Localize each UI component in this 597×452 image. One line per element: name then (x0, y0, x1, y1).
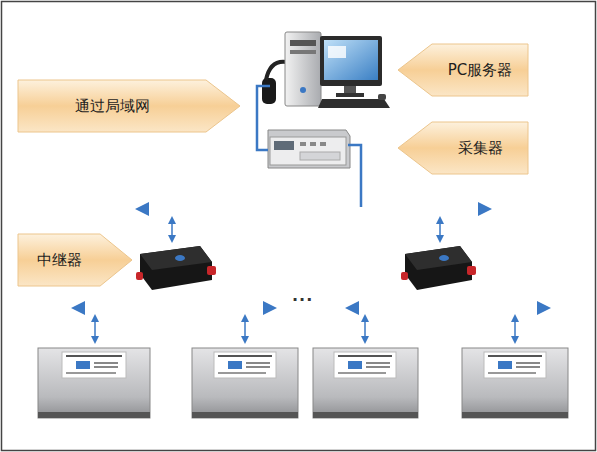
bus-link (439, 220, 441, 239)
main-bus (142, 207, 485, 212)
repeater-device (136, 246, 216, 290)
callout-text: 通过局域网 (75, 97, 150, 116)
callout-text: 中继器 (37, 251, 82, 270)
bus-link (94, 318, 96, 340)
branch-bus (78, 306, 270, 311)
field-device (313, 348, 418, 418)
callout-text: PC服务器 (448, 61, 513, 80)
bus-link (171, 220, 173, 239)
collector-device (268, 130, 350, 168)
branch-bus (352, 306, 544, 311)
callout-arrow: 采集器 (398, 122, 528, 174)
repeater-device (401, 246, 476, 290)
bus-link (244, 318, 246, 340)
field-device (38, 348, 150, 418)
collector-link (348, 145, 361, 207)
bus-link (364, 318, 366, 340)
bus-link (514, 318, 516, 340)
pc-server (262, 32, 390, 108)
callout-arrow: PC服务器 (398, 44, 528, 96)
field-device (462, 348, 568, 418)
field-device (192, 348, 298, 418)
callout-arrow: 中继器 (18, 234, 132, 286)
lan-bracket (257, 86, 270, 150)
callout-text: 采集器 (458, 139, 503, 158)
callout-arrow: 通过局域网 (18, 80, 240, 132)
ellipsis-label: ··· (292, 290, 313, 309)
